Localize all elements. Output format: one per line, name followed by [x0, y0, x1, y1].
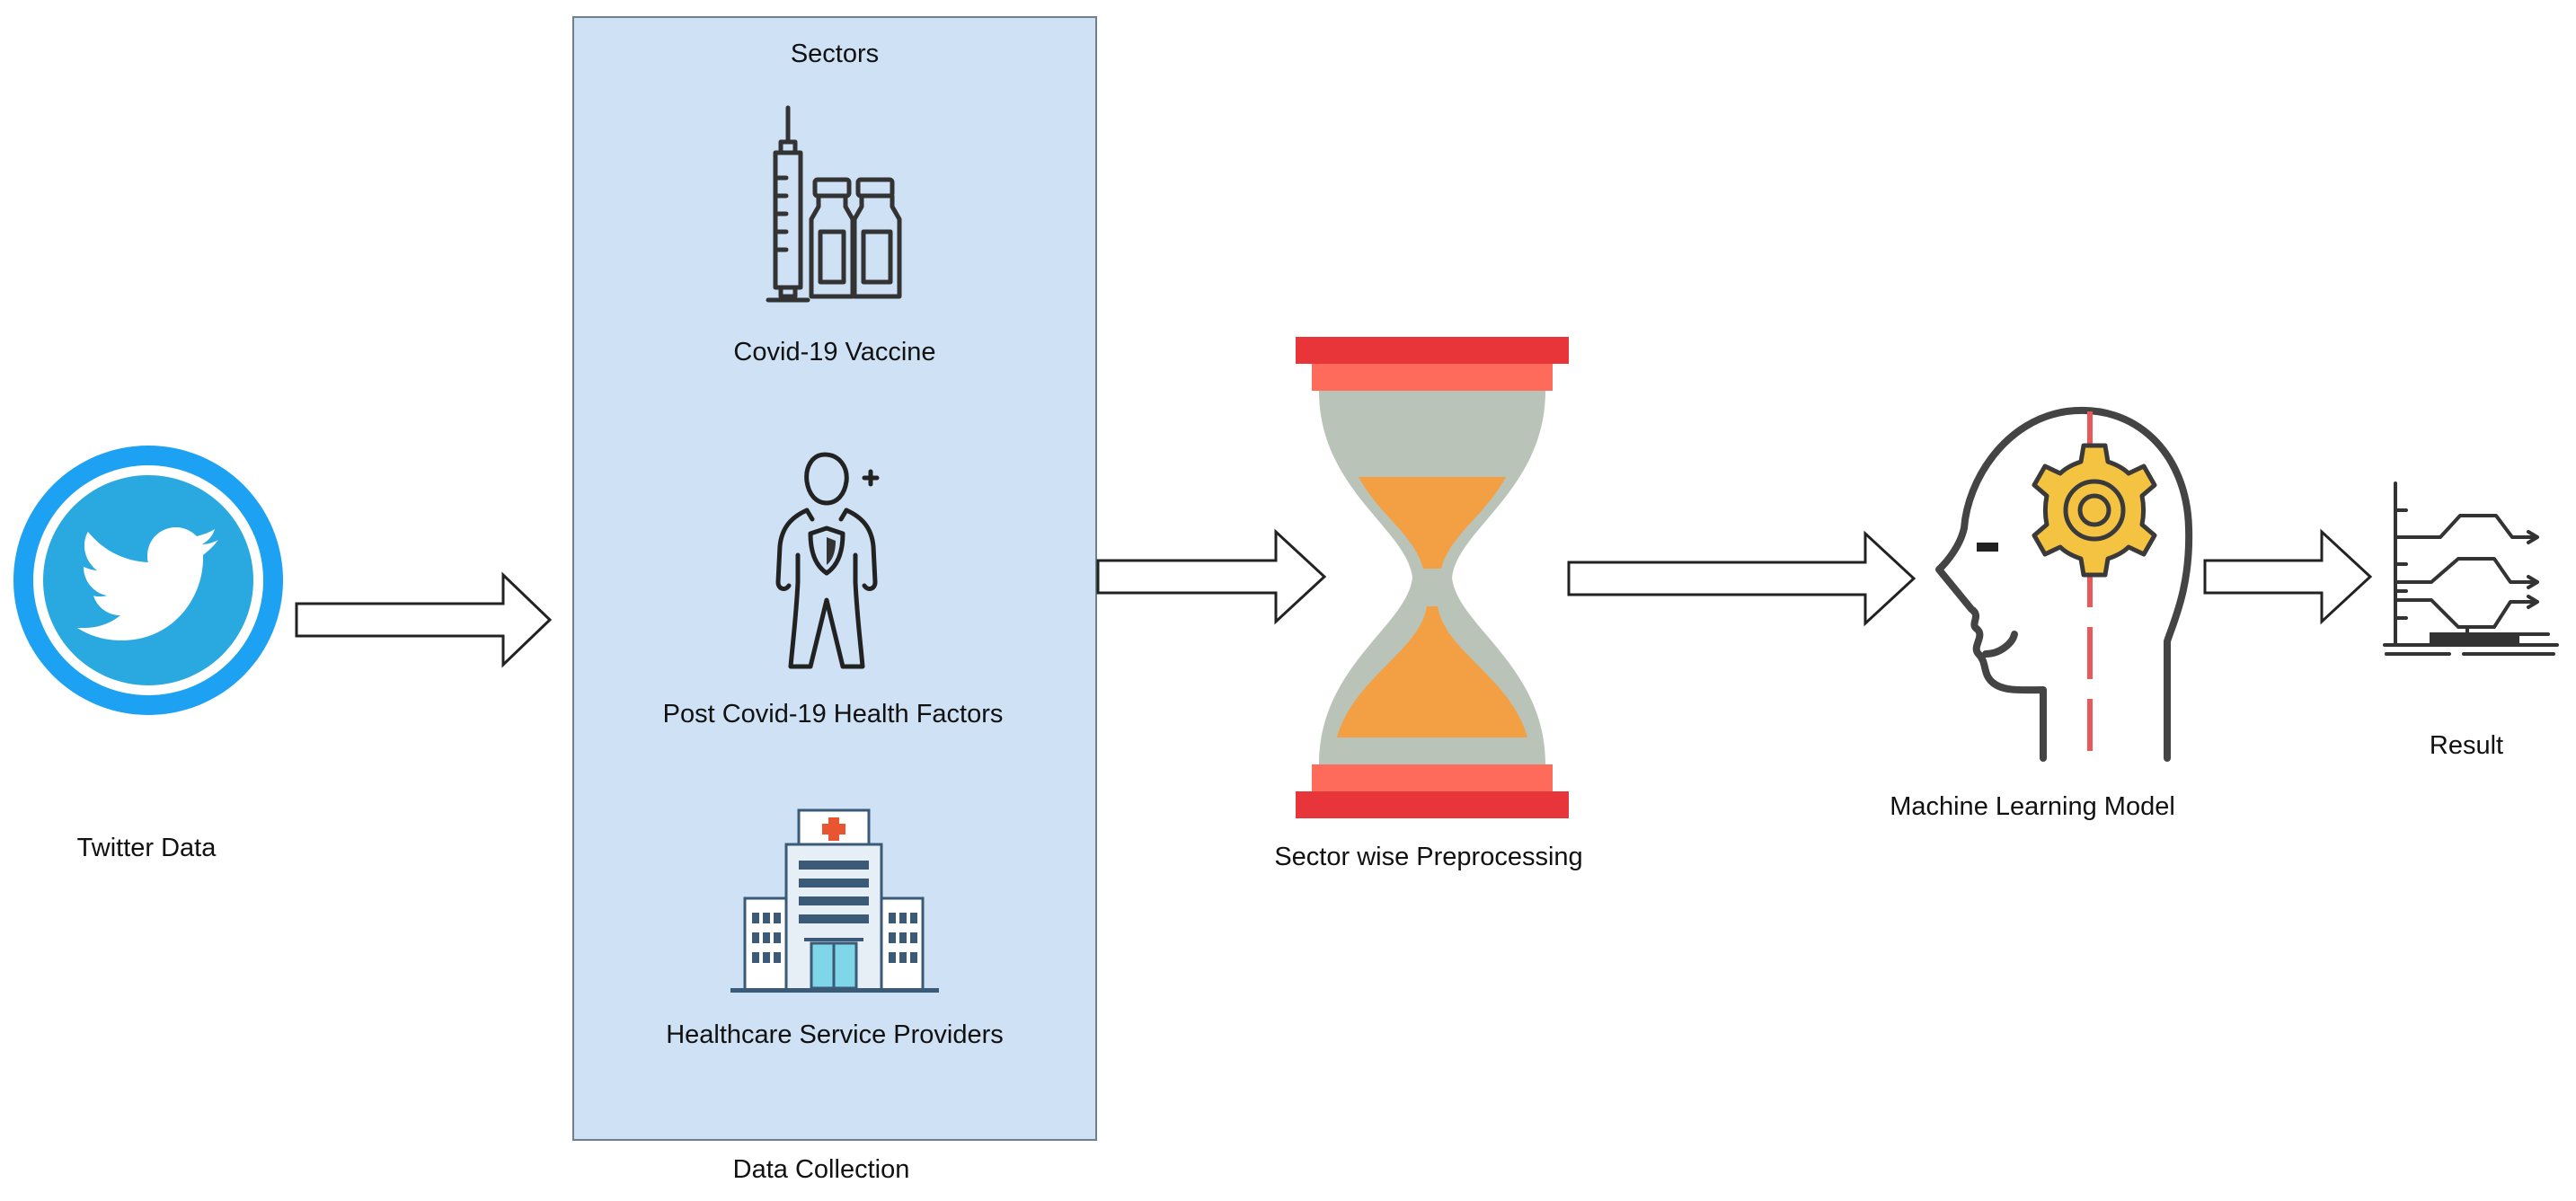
sector-label-healthcare-providers: Healthcare Service Providers [666, 1020, 1004, 1049]
sectors-title: Sectors [790, 40, 880, 68]
twitter-bird-icon [13, 446, 283, 715]
arrow-preprocessing-to-ml [1567, 530, 1917, 627]
preprocessing-label: Sector wise Preprocessing [1274, 843, 1583, 871]
arrow-ml-to-result [2203, 528, 2373, 625]
sector-label-vaccine: Covid-19 Vaccine [733, 338, 936, 366]
sector-label-health-factors: Post Covid-19 Health Factors [662, 700, 1004, 729]
hourglass-icon [1296, 337, 1569, 818]
head-gear-icon [1935, 406, 2193, 771]
arrow-sectors-to-preprocessing [1096, 528, 1327, 625]
person-shield-icon [775, 452, 880, 669]
twitter-data-label: Twitter Data [76, 834, 217, 862]
data-collection-caption: Data Collection [732, 1155, 910, 1184]
ml-model-label: Machine Learning Model [1890, 792, 2175, 821]
vaccine-syringe-vials-icon [766, 105, 902, 303]
result-graph-icon [2383, 481, 2559, 656]
arrow-twitter-to-sectors [295, 571, 553, 668]
result-label: Result [2429, 731, 2504, 760]
hospital-building-icon [730, 808, 939, 993]
